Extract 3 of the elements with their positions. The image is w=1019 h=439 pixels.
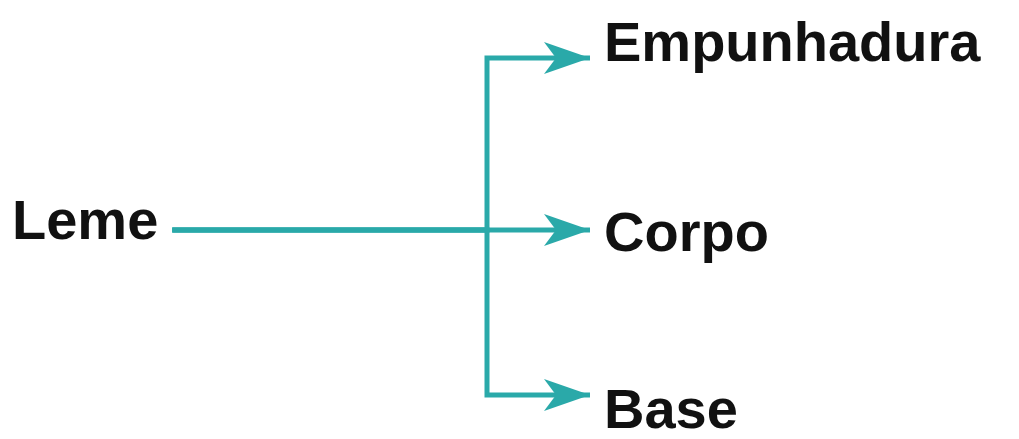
node-label: Leme xyxy=(12,192,159,248)
arrow xyxy=(172,227,590,411)
node-label: Base xyxy=(604,381,738,437)
